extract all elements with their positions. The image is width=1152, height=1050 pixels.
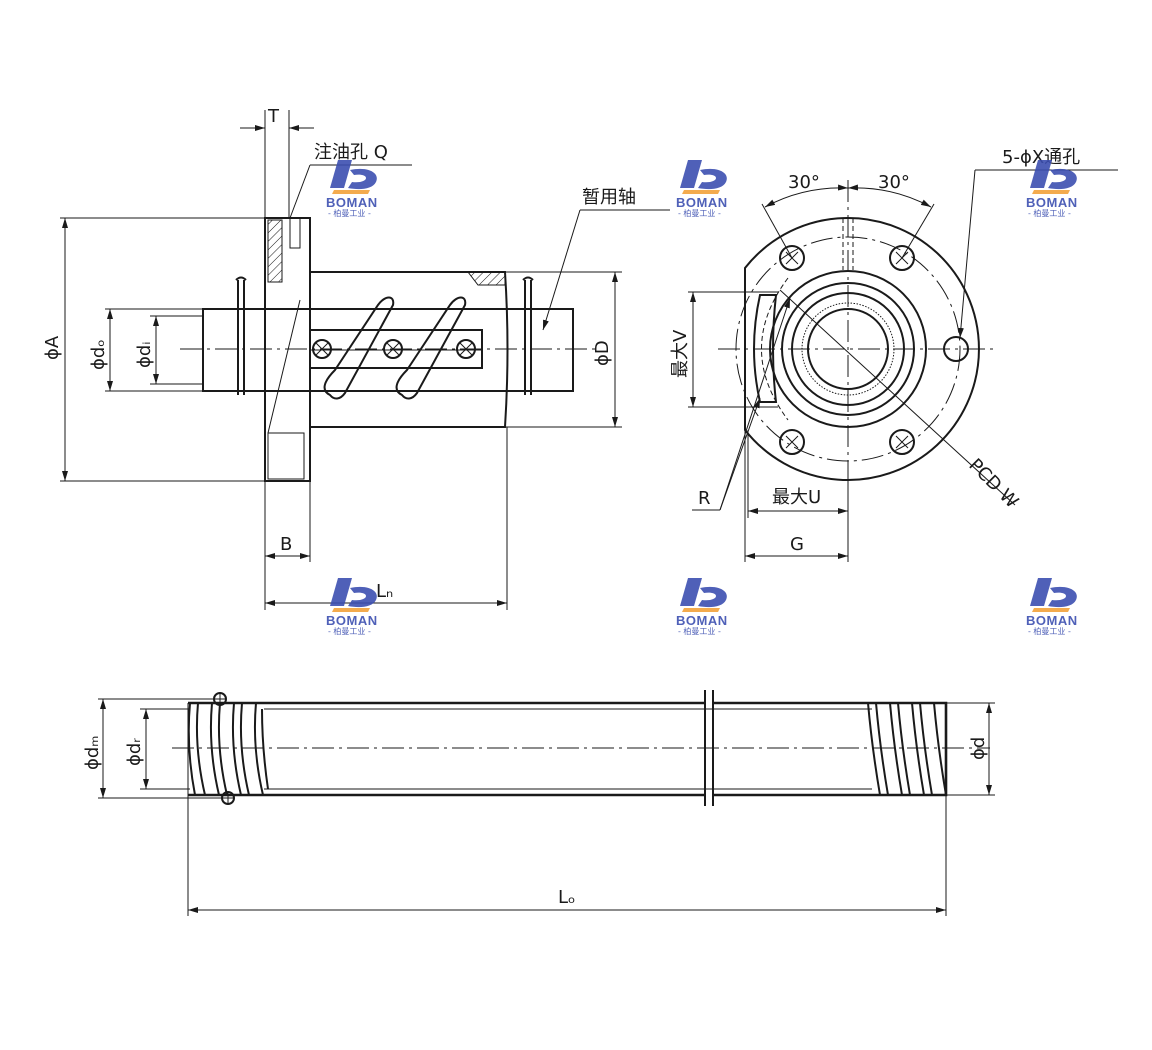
body-hatch [466, 271, 506, 286]
mounting-holes [779, 245, 969, 455]
watermark-logo: BOMAN - 柏曼工业 - [676, 578, 728, 636]
dim-D: ϕD [592, 340, 613, 366]
svg-text:- 柏曼工业 -: - 柏曼工业 - [678, 208, 721, 218]
angle-left: 30° [788, 172, 820, 193]
pcd-circle [735, 236, 961, 462]
dim-maxV: 最大V [670, 329, 691, 378]
watermark-logo: BOMAN - 柏曼工业 - [326, 578, 378, 636]
return-window [309, 329, 483, 369]
oil-hole [289, 217, 301, 249]
wiper-left [235, 276, 247, 395]
nut-front-view: T 注油孔 Q 暂用轴 ϕA ϕdₒ ϕdᵢ ϕD B Lₙ [42, 106, 670, 610]
dim-dr: ϕdᵣ [124, 738, 145, 766]
dim-pcd: PCD W [964, 455, 1022, 513]
dim-d: ϕd [968, 737, 989, 760]
return-tube-right [395, 296, 467, 400]
body-circle [769, 270, 927, 428]
nut-end-view: 30° 30° 5-ϕX通孔 最大V R 最大U G PCD W [670, 147, 1118, 562]
svg-text:- 柏曼工业 -: - 柏曼工业 - [1028, 208, 1071, 218]
dim-dm: ϕdₘ [82, 735, 103, 770]
watermark-logo: BOMAN - 柏曼工业 - [676, 160, 728, 218]
svg-text:BOMAN: BOMAN [676, 613, 728, 628]
threads-left [187, 702, 269, 796]
oil-hole-label: 注油孔 Q [314, 142, 388, 163]
watermarks: BOMAN - 柏曼工业 - BOMAN - 柏曼工业 - BOMAN - 柏曼… [326, 160, 1078, 636]
angle-right: 30° [878, 172, 910, 193]
screw-heads [312, 339, 476, 359]
svg-text:- 柏曼工业 -: - 柏曼工业 - [1028, 626, 1071, 636]
end-flange [744, 217, 980, 481]
svg-text:BOMAN: BOMAN [1026, 613, 1078, 628]
flange-hatch [267, 219, 283, 283]
dim-di: ϕdᵢ [134, 341, 155, 368]
svg-text:- 柏曼工业 -: - 柏曼工业 - [678, 626, 721, 636]
dim-G: G [790, 534, 804, 555]
wiper-right [522, 276, 534, 395]
watermark-logo: BOMAN - 柏曼工业 - [326, 160, 378, 218]
dim-Ln: Lₙ [376, 581, 393, 602]
dim-R: R [698, 488, 711, 509]
flange-lower-step [267, 432, 305, 480]
dim-B: B [280, 534, 292, 555]
svg-text:BOMAN: BOMAN [326, 613, 378, 628]
temporary-shaft [202, 308, 574, 392]
svg-text:- 柏曼工业 -: - 柏曼工业 - [328, 626, 371, 636]
svg-text:- 柏曼工业 -: - 柏曼工业 - [328, 208, 371, 218]
watermark-logo: BOMAN - 柏曼工业 - [1026, 160, 1078, 218]
dim-maxU: 最大U [772, 487, 821, 508]
dim-A: ϕA [42, 335, 63, 360]
shaft-outline [188, 701, 948, 797]
dim-do: ϕdₒ [88, 339, 109, 370]
svg-text:BOMAN: BOMAN [326, 195, 378, 210]
screw-shaft: ϕdₘ ϕdᵣ ϕd Lₒ [82, 690, 995, 916]
svg-text:BOMAN: BOMAN [676, 195, 728, 210]
svg-text:BOMAN: BOMAN [1026, 195, 1078, 210]
holes-label: 5-ϕX通孔 [1002, 147, 1080, 168]
return-tube-left [323, 296, 395, 400]
dim-Lo: Lₒ [558, 887, 575, 908]
return-cover [753, 294, 778, 403]
dim-T: T [267, 106, 280, 127]
threads-right [867, 702, 947, 796]
watermark-logo: BOMAN - 柏曼工业 - [1026, 578, 1078, 636]
temp-shaft-label: 暂用轴 [582, 187, 636, 208]
